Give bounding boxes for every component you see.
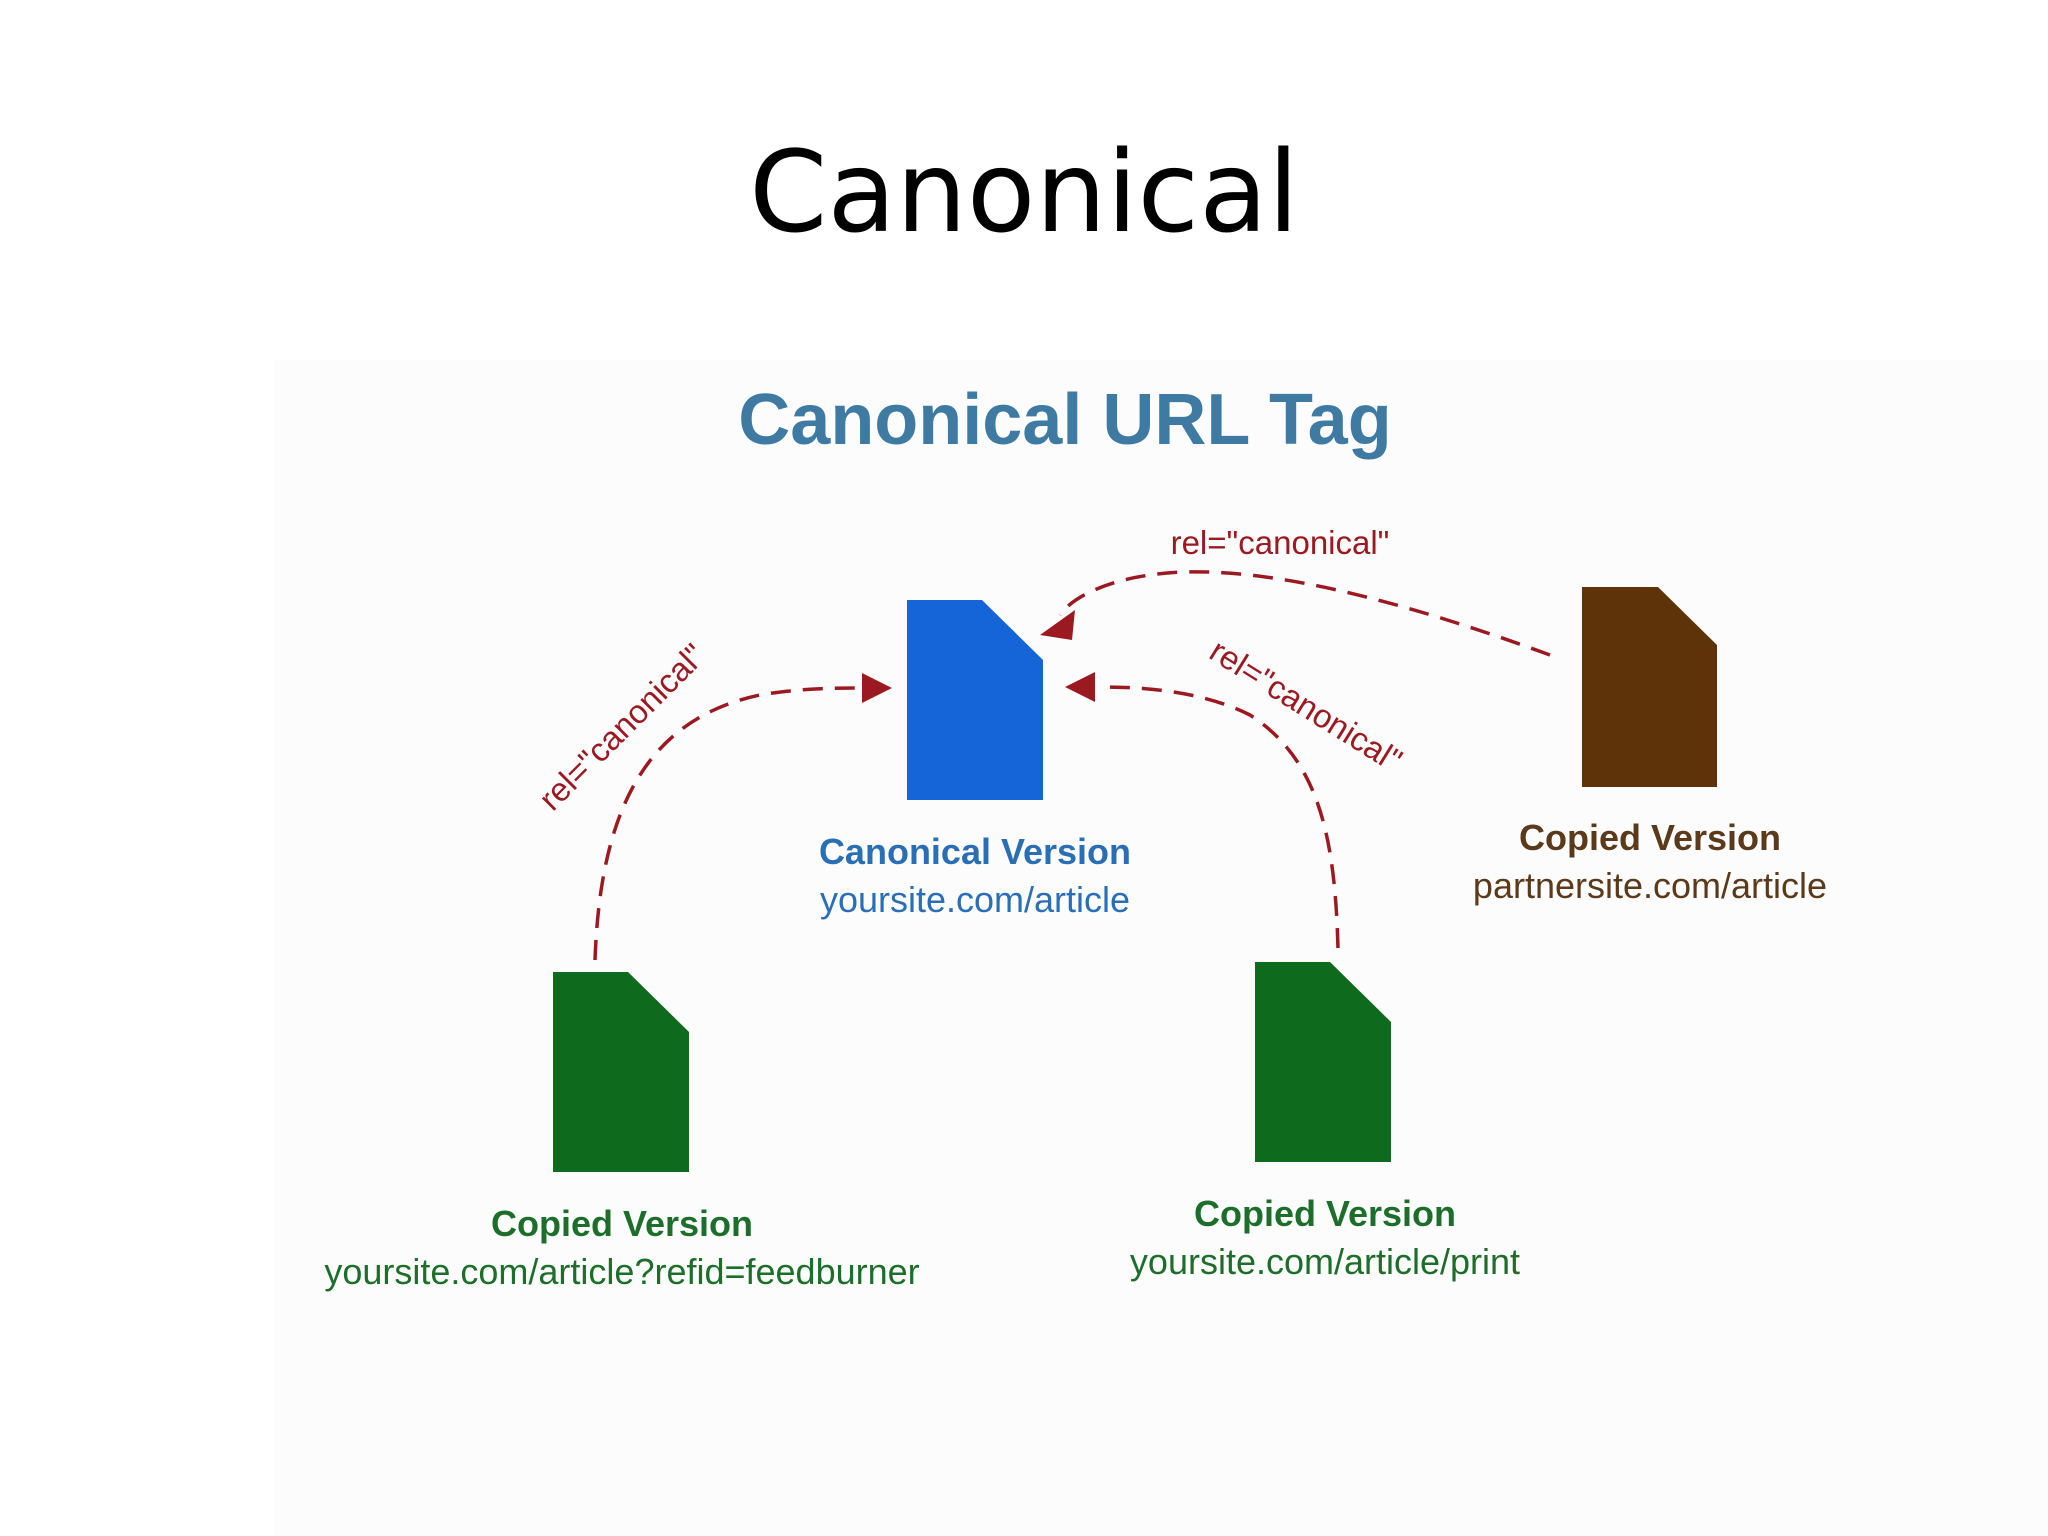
canonical-version-label: Canonical Version yoursite.com/article — [775, 828, 1175, 924]
print-copy-url: yoursite.com/article/print — [1129, 1241, 1521, 1282]
rel-label-top: rel="canonical" — [1171, 524, 1390, 561]
document-icon — [1582, 587, 1717, 787]
feedburner-copy-name: Copied Version — [490, 1203, 754, 1244]
arrow-feedburner-to-canonical — [593, 673, 892, 961]
partner-copy-label: Copied Version partnersite.com/article — [1430, 814, 1870, 910]
rel-label-right: rel="canonical" — [1204, 632, 1409, 779]
document-icon — [553, 972, 689, 1172]
partner-copy-url: partnersite.com/article — [1472, 865, 1828, 906]
document-icon — [1255, 962, 1391, 1162]
arrow-print-to-canonical — [1065, 672, 1340, 949]
feedburner-copy-url: yoursite.com/article?refid=feedburner — [324, 1251, 920, 1292]
partner-copy-name: Copied Version — [1518, 817, 1782, 858]
document-icon — [907, 600, 1043, 800]
diagram-title: Canonical URL Tag — [738, 380, 1392, 460]
canonical-version-name: Canonical Version — [818, 831, 1132, 872]
slide-title: Canonical — [749, 128, 1299, 258]
arrow-partner-to-canonical — [1040, 570, 1551, 657]
feedburner-copy-label: Copied Version yoursite.com/article?refi… — [282, 1200, 962, 1296]
print-copy-label: Copied Version yoursite.com/article/prin… — [1080, 1190, 1570, 1286]
print-copy-name: Copied Version — [1193, 1193, 1457, 1234]
canonical-version-url: yoursite.com/article — [819, 879, 1131, 920]
diagram-background — [275, 360, 2048, 1536]
